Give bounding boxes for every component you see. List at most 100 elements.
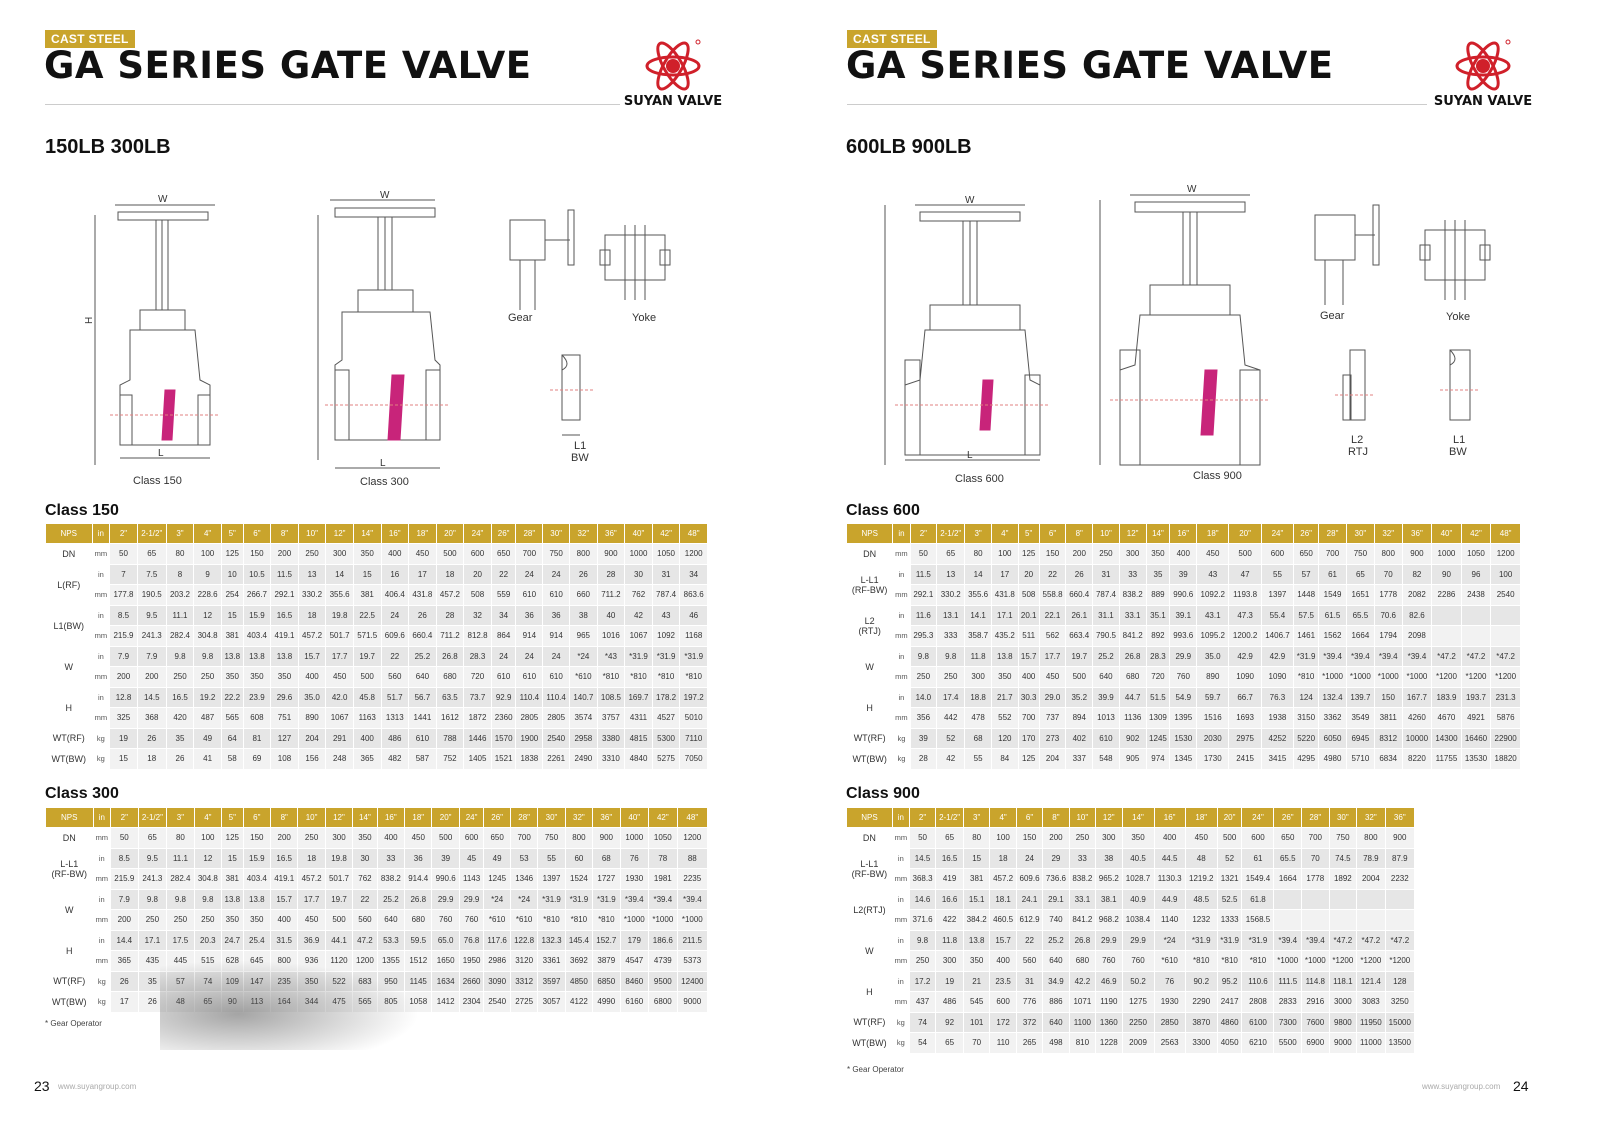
table-cell: 60: [564, 847, 594, 869]
table-cell: 498: [1042, 1032, 1070, 1054]
table-cell: 478: [964, 707, 992, 729]
table-cell: 3879: [592, 950, 621, 972]
row-label: WT(BW): [45, 991, 94, 1013]
table-cell: 18.8: [964, 686, 992, 708]
table-cell: 437: [908, 991, 937, 1013]
table-cell: 92.9: [490, 686, 517, 708]
table-cell: 3000: [1328, 991, 1358, 1013]
table-cell: 41: [193, 748, 222, 770]
table-cell: 4252: [1260, 727, 1295, 749]
unit-cell: mm: [92, 950, 112, 972]
header-cell: 40": [624, 523, 653, 544]
table-cell: 1050: [651, 543, 681, 565]
bw-end-drawing: [550, 354, 595, 436]
table-cell: 6160: [619, 991, 650, 1013]
table-cell: 14: [964, 563, 992, 585]
table-cell: 52: [936, 727, 966, 749]
table-cell: 905: [1118, 748, 1147, 770]
table-cell: 358.7: [964, 625, 992, 647]
table-cell: 31: [1092, 563, 1120, 585]
table-cell: 200: [270, 827, 299, 849]
table-cell: 350: [242, 666, 272, 688]
table-cell: 381: [221, 868, 244, 890]
table-cell: 110.4: [515, 686, 544, 708]
row-label: L-L1 (RF-BW): [845, 563, 894, 606]
table-cell: 640: [376, 909, 406, 931]
table-cell: 111.5: [1273, 970, 1303, 992]
table-cell: 4860: [1216, 1011, 1243, 1033]
table-cell: 36.9: [297, 929, 326, 951]
table-cell: 292.1: [909, 584, 938, 606]
table-cell: 70.6: [1373, 604, 1403, 626]
footer-url: www.suyangroup.com: [58, 1082, 137, 1091]
table-cell: 17.7: [325, 645, 354, 667]
table-cell: 558.8: [1038, 584, 1067, 606]
table-cell: 1530: [1169, 727, 1198, 749]
table-cell: 3090: [483, 970, 511, 992]
table-cell: 61.8: [1241, 888, 1275, 910]
table-cell: 47: [1228, 563, 1262, 585]
table-cell: 1143: [458, 868, 485, 890]
table-cell: 78.9: [1356, 847, 1386, 869]
table-cell: 1521: [490, 748, 517, 770]
table-cell: 250: [297, 827, 326, 849]
table-cell: 1650: [431, 950, 460, 972]
table-cell: 776: [1015, 991, 1044, 1013]
header-cell: 24": [1241, 807, 1275, 828]
table-cell: 291: [325, 727, 354, 749]
table-cell: 1664: [1273, 868, 1303, 890]
row-label: DN: [845, 543, 894, 565]
table-cell: 965.2: [1095, 868, 1123, 890]
table-cell: 19.7: [352, 645, 382, 667]
table-cell: 9.8: [936, 645, 966, 667]
table-cell: 974: [1145, 748, 1171, 770]
table-cell: 211.5: [676, 929, 709, 951]
table-cell: 683: [352, 970, 378, 992]
table-cell: 350: [220, 666, 244, 688]
header-cell: 20": [435, 523, 465, 544]
table-cell: 350: [990, 666, 1019, 688]
table-cell: 70: [1373, 563, 1403, 585]
table-cell: 600: [1260, 543, 1295, 565]
w-dim-label: W: [158, 194, 168, 205]
table-cell: 12: [193, 847, 223, 869]
header-cell: 30": [537, 807, 566, 828]
table-cell: 400: [297, 666, 327, 688]
table-cell: 84: [990, 748, 1019, 770]
unit-cell: kg: [92, 991, 112, 1013]
header-cell: in: [91, 523, 111, 544]
table-cell: 5500: [1273, 1032, 1303, 1054]
table-cell: 61.5: [1318, 604, 1347, 626]
header-cell: 36": [592, 807, 621, 828]
table-cell: 4850: [564, 970, 594, 992]
header-cell: 14": [1145, 523, 1171, 544]
table-cell: 90.2: [1184, 970, 1218, 992]
table-cell: 2916: [1301, 991, 1330, 1013]
table-cell: 337: [1065, 748, 1094, 770]
table-cell: 2360: [490, 707, 517, 729]
table-cell: 65: [137, 827, 168, 849]
header-cell: 16": [1169, 523, 1198, 544]
table-cell: 680: [404, 909, 433, 931]
table-cell: 15.7: [270, 888, 299, 910]
table-cell: 35: [137, 970, 168, 992]
table-cell: 12: [193, 604, 222, 626]
header-cell: 18": [1184, 807, 1218, 828]
table-cell: 22: [1038, 563, 1067, 585]
table-cell: 838.2: [1068, 868, 1097, 890]
row-label: L2 (RTJ): [845, 604, 894, 647]
table-cell: 886: [1042, 991, 1070, 1013]
yoke-drawing: [1419, 220, 1491, 300]
page-number: 24: [1513, 1078, 1529, 1094]
bw-end-drawing: [1440, 349, 1480, 421]
table-cell: 9.5: [136, 604, 167, 626]
table-cell: 6800: [648, 991, 678, 1013]
table-cell: 565: [220, 707, 244, 729]
